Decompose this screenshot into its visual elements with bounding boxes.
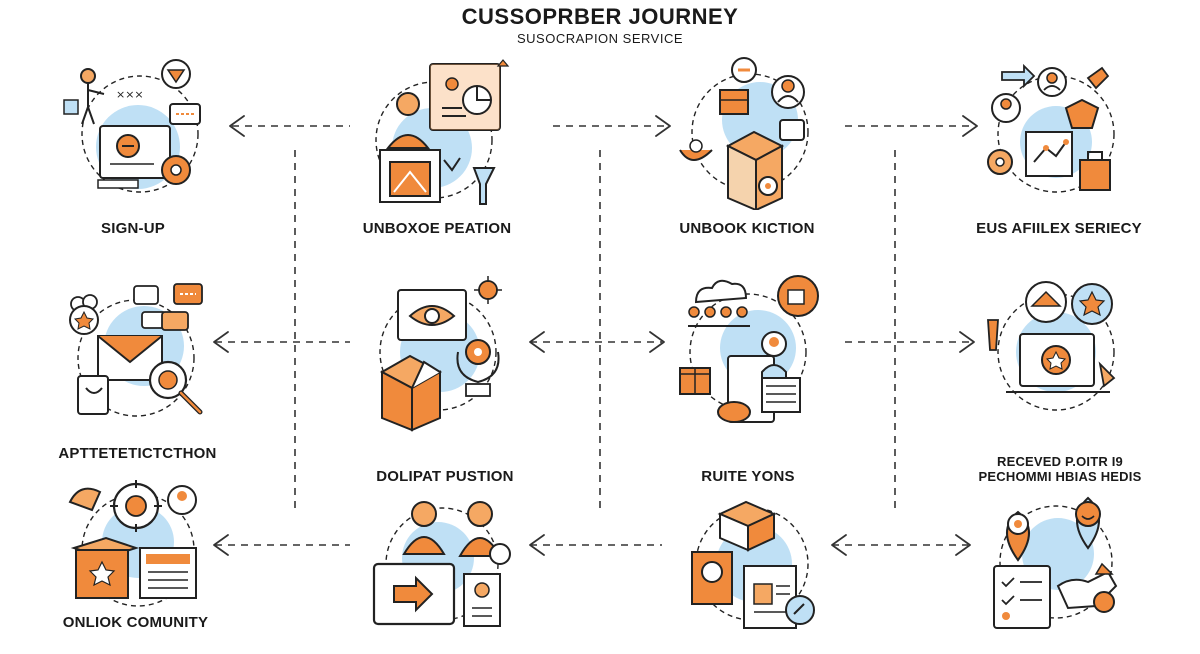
arrowhead-left: [213, 331, 229, 353]
diagram-subtitle: SUSOCRAPION SERVICE: [516, 31, 684, 46]
open-box-icon: [379, 276, 502, 432]
stage-onliok-comunity: [64, 474, 214, 614]
stage-eus-afiilex-seriecy: [984, 52, 1134, 202]
unboxing-icon: [375, 59, 510, 205]
routine-icon: [691, 500, 815, 629]
position-icon: [372, 501, 511, 627]
svg-text:×××: ×××: [116, 88, 144, 101]
arrowhead-right: [655, 115, 671, 137]
stage-center-delivery: [676, 272, 826, 432]
arrowhead-left: [229, 115, 245, 137]
stage-label-sign-up: SIGN-UP: [101, 220, 165, 237]
stage-loyalty: [980, 272, 1130, 432]
stage-center-unboxing: [370, 272, 520, 432]
stage-label-onliok-comunity: ONLIOK COMUNITY: [62, 614, 209, 631]
stage-label-unbook-kiction: UNBOOK KICTION: [679, 220, 815, 237]
stage-unboxoe-peation: [362, 58, 522, 208]
stage-label-dolipat-pustion: DOLIPAT PUSTION: [376, 468, 514, 485]
stage-label-received-line2: PECHOMMI HBIAS HEDIS: [978, 469, 1142, 484]
stage-label-ruite-yons: RUITE YONS: [701, 468, 795, 485]
stage-label-unboxoe-peation: UNBOXOE PEATION: [362, 220, 512, 237]
stage-dolipat-pustion: [368, 494, 528, 644]
arrowhead-right: [955, 534, 971, 556]
arrowhead-right: [959, 331, 975, 353]
unbox-kit-icon: [679, 57, 809, 210]
stage-label-received-line1: RECEVED P.OITR I9: [997, 454, 1123, 469]
diagram-title: CUSSOPRBER JOURNEY: [461, 4, 739, 29]
stage-apttetetictcthon: [64, 280, 214, 430]
recommendation-icon: [993, 496, 1118, 629]
service-icon: [987, 63, 1115, 193]
stage-sign-up: ×××: [58, 52, 208, 202]
delivery-icon: [679, 275, 819, 423]
stage-unbook-kiction: [672, 50, 822, 210]
arrowhead-right: [649, 331, 665, 353]
stage-received-pecommm: [984, 490, 1134, 640]
sign-up-icon: ×××: [63, 59, 201, 193]
arrowhead-left: [529, 331, 545, 353]
arrowhead-left: [831, 534, 847, 556]
arrowhead-right: [962, 115, 978, 137]
stage-label-apttetetictcthon: APTTETETICTCTHON: [58, 445, 217, 462]
arrowhead-left: [529, 534, 545, 556]
engagement-icon: [69, 283, 203, 417]
stage-ruite-yons: [680, 494, 830, 644]
stage-label-eus-afiilex-seriecy: EUS AFIILEX SERIECY: [976, 220, 1142, 237]
loyalty-icon: [987, 281, 1116, 411]
community-icon: [68, 480, 197, 607]
arrowhead-left: [213, 534, 229, 556]
